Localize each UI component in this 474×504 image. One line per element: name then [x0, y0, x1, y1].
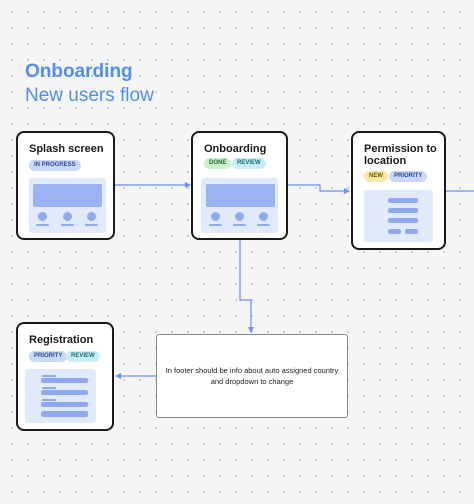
note-text: In footer should be info about auto assi…	[165, 366, 339, 386]
card-title: Splash screen	[29, 143, 104, 155]
status-badge-review: REVIEW	[232, 158, 266, 169]
note-box[interactable]: In footer should be info about auto assi…	[156, 334, 348, 418]
status-badge-in-progress: IN PROGRESS	[29, 160, 81, 171]
connector-onboarding-note	[237, 235, 254, 333]
card-title: Permission to location	[364, 143, 437, 167]
wireframe-thumbnail	[25, 369, 96, 423]
wireframe-thumbnail	[364, 190, 433, 242]
status-badge-priority: PRIORITY	[389, 171, 428, 182]
card-title: Registration	[29, 334, 94, 346]
card-permission-to-location[interactable]: Permission to location NEW PRIORITY	[351, 131, 446, 250]
card-registration[interactable]: Registration PRIORITY REVIEW	[16, 322, 114, 431]
card-title: Onboarding	[204, 143, 267, 155]
status-badge-review: REVIEW	[66, 351, 100, 362]
wireframe-thumbnail	[201, 178, 278, 233]
connector-onboarding-permission	[283, 182, 350, 194]
page-title: Onboarding	[25, 61, 133, 82]
status-badge-priority: PRIORITY	[29, 351, 68, 362]
wireframe-thumbnail	[29, 178, 106, 233]
card-onboarding[interactable]: Onboarding DONE REVIEW	[191, 131, 288, 240]
page-subtitle: New users flow	[25, 85, 154, 106]
card-splash-screen[interactable]: Splash screen IN PROGRESS	[16, 131, 115, 240]
status-badge-new: NEW	[364, 171, 388, 182]
status-badge-done: DONE	[204, 158, 232, 169]
